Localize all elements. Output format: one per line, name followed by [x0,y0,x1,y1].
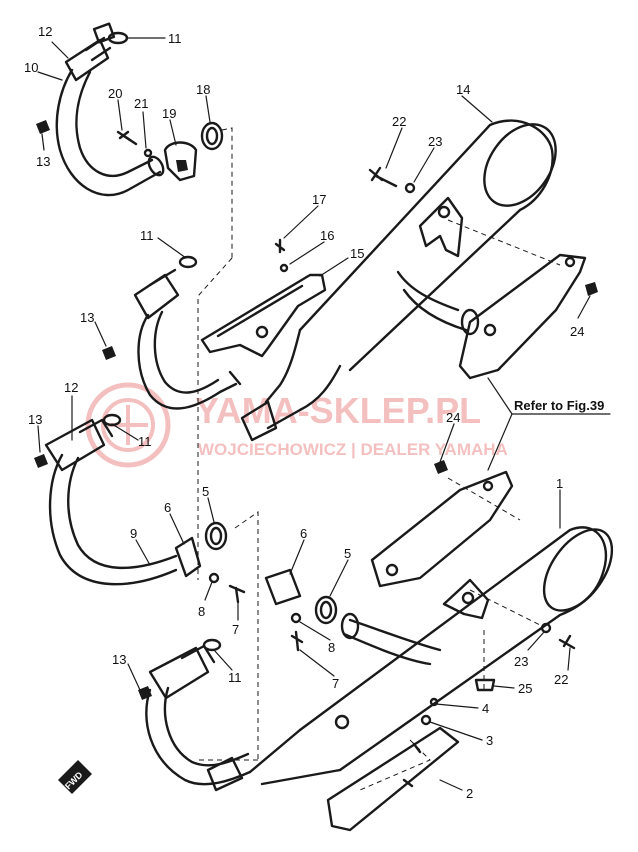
callout-19: 19 [162,106,176,121]
callout-13-a: 13 [36,154,50,169]
callout-25: 25 [518,681,532,696]
assembly-guide-lines [196,127,561,791]
heat-cover-2 [326,697,460,832]
callout-15: 15 [350,246,364,261]
muffler-1 [248,526,614,786]
callout-3: 3 [486,733,493,748]
callout-1: 1 [556,476,563,491]
exhaust-pipe-lower [138,638,252,792]
stay-plate-upper [458,253,598,380]
callout-11-b: 11 [140,228,154,243]
muffler-14 [228,119,557,442]
callout-20: 20 [108,86,122,101]
watermark: YAMA-SKLEP.PL WOJCIECHOWICZ | DEALER YAM… [85,382,508,468]
callout-24-b: 24 [446,410,460,425]
watermark-subtitle: WOJCIECHOWICZ | DEALER YAMAHA [198,440,508,459]
callout-8-a: 8 [198,604,205,619]
callout-11-d: 11 [228,670,242,685]
mounting-bracket-15 [200,238,327,358]
mount-hardware-top [116,121,224,182]
callout-13-d: 13 [112,652,126,667]
callout-23-b: 23 [514,654,528,669]
callout-11-a: 11 [168,31,182,46]
callout-13-c: 13 [28,412,42,427]
leader-lines [37,37,591,791]
callout-12-b: 12 [64,380,78,395]
callout-labels: 11 12 10 13 20 21 19 18 14 22 23 17 16 1… [24,24,584,801]
callout-17: 17 [312,192,326,207]
watermark-logo-icon [85,382,171,468]
watermark-logo-inner [101,398,155,452]
reference-note: Refer to Fig.39 [487,377,611,471]
callout-24-a: 24 [570,324,584,339]
callout-22-a: 22 [392,114,406,129]
callout-6-b: 6 [300,526,307,541]
callout-5-b: 5 [344,546,351,561]
callout-18: 18 [196,82,210,97]
reference-note-text: Refer to Fig.39 [514,398,604,413]
stay-plate-lower [370,460,514,588]
callout-7-b: 7 [332,676,339,691]
callout-10: 10 [24,60,38,75]
callout-8-b: 8 [328,640,335,655]
clamp-set-center [264,568,338,652]
callout-4: 4 [482,701,489,716]
muffler-bolt-lower [474,622,576,692]
callout-11-c: 11 [138,434,152,449]
callout-6-a: 6 [164,500,171,515]
forward-direction-icon: FWD [58,760,92,794]
clamp-set-left [174,521,246,604]
watermark-title: YAMA-SKLEP.PL [195,390,481,431]
callout-5-a: 5 [202,484,209,499]
exhaust-pipe-upper-mid [102,255,238,410]
callout-13-b: 13 [80,310,94,325]
callout-16: 16 [320,228,334,243]
callout-23-a: 23 [428,134,442,149]
callout-2: 2 [466,786,473,801]
callout-14: 14 [456,82,470,97]
callout-9: 9 [130,526,137,541]
exhaust-pipe-9 [34,413,178,586]
callout-7-a: 7 [232,622,239,637]
callout-21: 21 [134,96,148,111]
callout-22-b: 22 [554,672,568,687]
muffler-bolt-upper [368,166,416,194]
callout-12-a: 12 [38,24,52,39]
